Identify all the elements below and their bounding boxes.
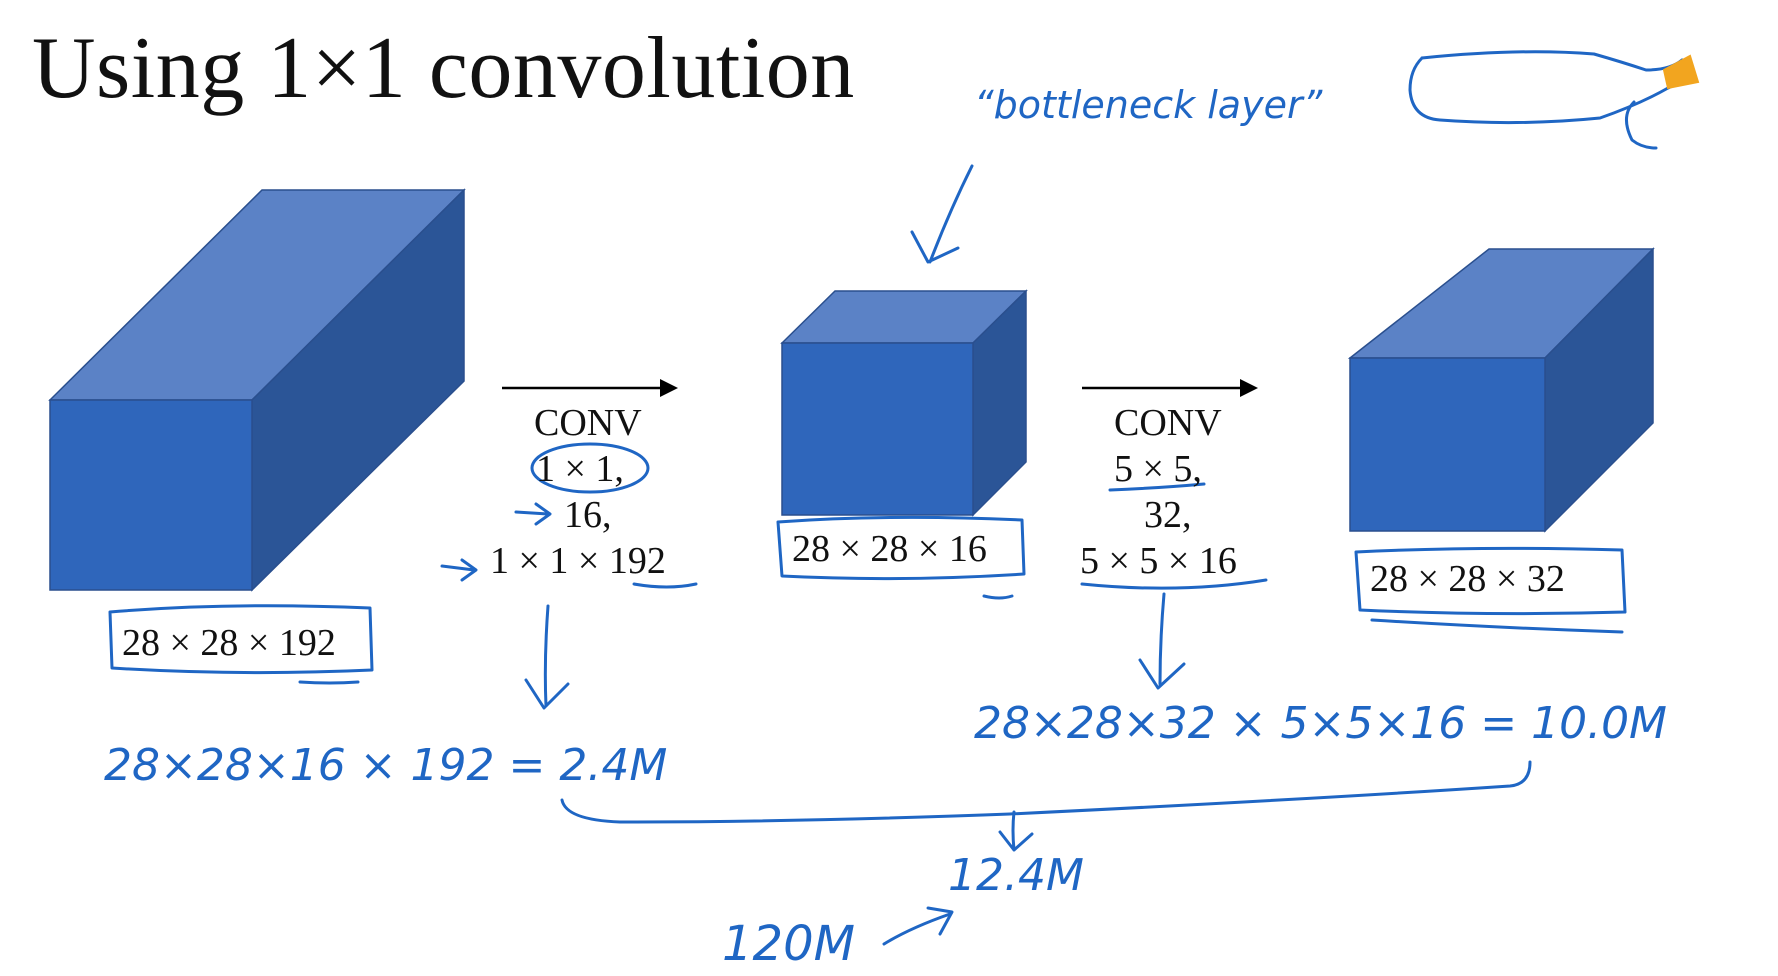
conv1-filter-shape: 1 × 1 × 192: [490, 540, 666, 582]
conv2-filter-shape: 5 × 5 × 16: [1080, 540, 1237, 582]
underline-32: [1370, 618, 1624, 634]
conv1-filter-size: 1 × 1,: [536, 448, 624, 490]
input-volume-cube: [48, 188, 466, 592]
cube1-front: [49, 399, 253, 591]
underline-5x5: [1108, 482, 1206, 492]
conv2-filter-size: 5 × 5,: [1114, 448, 1202, 490]
circle-1x1: [530, 442, 650, 494]
cost2-arrow: [1138, 592, 1186, 690]
conv1-arrow: [502, 379, 678, 397]
underline-shape2: [1080, 578, 1268, 590]
box-label-32: [1354, 546, 1627, 616]
sum-arrow: [998, 810, 1034, 852]
comparison-cost-note: 120M: [722, 916, 856, 972]
cube2-front: [781, 342, 974, 516]
pointer-16: [514, 502, 552, 526]
bottleneck-layer-note: “bottleneck layer”: [974, 83, 1323, 127]
sum-bracket: [560, 760, 1532, 824]
hand-annotations: [108, 50, 1692, 946]
mark-16: [982, 594, 1014, 600]
volume-label-input: 28 × 28 × 192: [122, 622, 336, 664]
output-volume-cube: [1347, 247, 1655, 533]
cube3-front: [1349, 357, 1546, 532]
conv2-title: CONV: [1114, 402, 1222, 444]
total-cost-note: 12.4M: [948, 850, 1084, 901]
conv2-arrow: [1082, 379, 1258, 397]
conv1-title: CONV: [534, 402, 642, 444]
volume-label-output: 28 × 28 × 32: [1370, 558, 1565, 600]
bottle-cap-highlight: [1662, 54, 1700, 90]
slide-title: Using 1×1 convolution: [32, 20, 855, 117]
underline-shape1-192: [632, 582, 698, 589]
volume-label-bottleneck: 28 × 28 × 16: [792, 528, 987, 570]
compare-arrow: [882, 906, 954, 946]
bottleneck-arrow: [910, 164, 974, 264]
underline-192: [298, 680, 360, 685]
cost2-note: 28×28×32 × 5×5×16 = 10.0M: [974, 698, 1668, 749]
bottleneck-volume-cube: [780, 289, 1028, 517]
pointer-shape1: [440, 558, 478, 582]
box-label-192: [108, 604, 374, 675]
bottle-sketch: [1408, 50, 1692, 150]
cost1-arrow: [524, 604, 570, 710]
conv1-filter-count: 16,: [564, 494, 612, 536]
conv2-filter-count: 32,: [1144, 494, 1192, 536]
cost1-note: 28×28×16 × 192 = 2.4M: [104, 740, 668, 791]
box-label-16: [776, 515, 1026, 581]
